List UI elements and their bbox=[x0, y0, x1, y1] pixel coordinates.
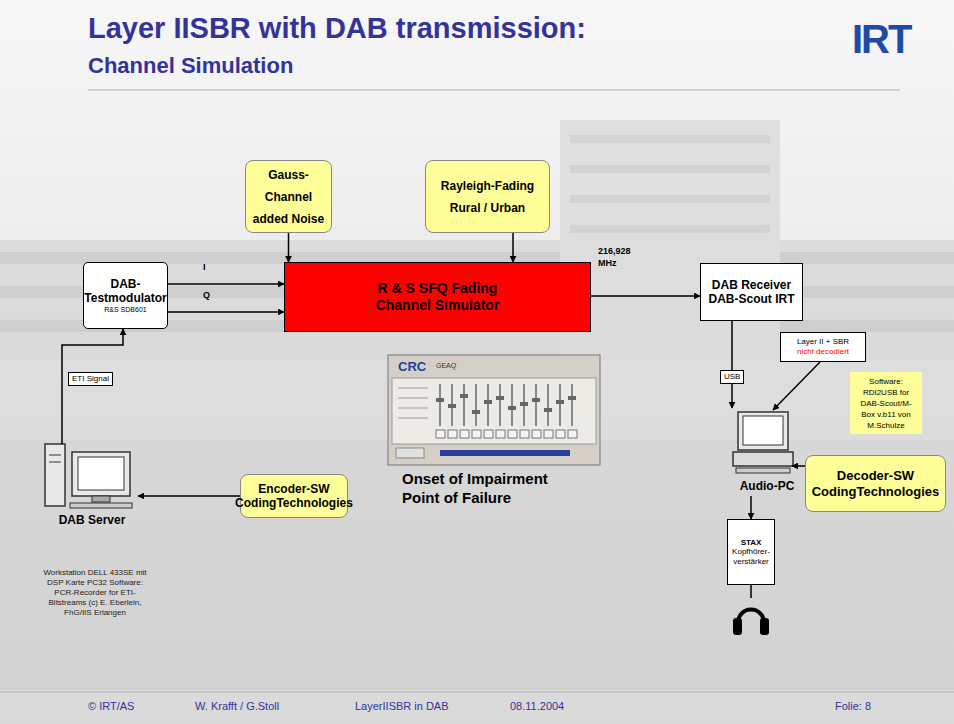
title-rule bbox=[88, 90, 900, 91]
software-note: Software: RDI2USB for DAB-Scout/M-Box v.… bbox=[850, 372, 922, 434]
connector bbox=[138, 495, 240, 497]
server-node: DAB Server bbox=[42, 440, 142, 530]
edge-label: USB bbox=[720, 370, 744, 384]
simulator-box: R & S SFQ Fading Channel Simulator bbox=[284, 262, 591, 332]
node-text: DAB Server bbox=[59, 513, 126, 527]
callout-box: Layer II + SBRnicht decodiert bbox=[780, 332, 866, 362]
connector bbox=[792, 465, 805, 467]
server-computer-icon bbox=[45, 444, 132, 508]
connector bbox=[288, 233, 290, 262]
node-text: Kopfhörer-verstärker bbox=[731, 547, 771, 566]
footer-text: W. Krafft / G.Stoll bbox=[195, 700, 279, 714]
test-software-screenshot bbox=[388, 355, 600, 465]
node-text: Audio-PC bbox=[740, 479, 795, 493]
node-text: Decoder-SW CodingTechnologies bbox=[809, 468, 942, 499]
logo: IRT bbox=[852, 14, 910, 64]
node-text: Rayleigh-Fading Rural / Urban bbox=[433, 175, 543, 219]
caption-text: Point of Failure bbox=[402, 489, 511, 508]
caption-text: Onset of Impairment bbox=[402, 470, 548, 489]
noise-box: Gauss-Channel added Noise bbox=[245, 160, 332, 233]
footer-text: Folie: 8 bbox=[835, 700, 871, 714]
edge-label: ETI Signal bbox=[68, 372, 113, 386]
node-text: nicht decodiert bbox=[797, 347, 849, 357]
screenshot-text: GEAQ bbox=[436, 362, 456, 371]
connector bbox=[591, 295, 700, 297]
node-text: R & S SFQ Fading Channel Simulator bbox=[363, 280, 513, 314]
edge-label: 216,928 MHz bbox=[598, 246, 642, 269]
footer-text: 08.11.2004 bbox=[510, 700, 564, 714]
decoder-box: Decoder-SW CodingTechnologies bbox=[805, 455, 946, 512]
edge-label: Q bbox=[203, 290, 210, 302]
node-text: Encoder-SW CodingTechnologies bbox=[235, 482, 353, 511]
encoder-box: Encoder-SW CodingTechnologies bbox=[240, 474, 348, 518]
slide-subtitle: Channel Simulation bbox=[88, 52, 293, 80]
node-text: DAB-Testmodulator bbox=[84, 277, 166, 306]
connector bbox=[731, 321, 733, 408]
building-photo bbox=[0, 120, 954, 690]
node-text: R&S SDB601 bbox=[104, 306, 146, 314]
node-text: DAB Receiver DAB-Scout IRT bbox=[704, 278, 799, 307]
connector bbox=[168, 283, 284, 285]
node-text: STAX bbox=[741, 538, 762, 548]
audio-pc-node: Audio-PC bbox=[728, 408, 806, 496]
headphones-icon bbox=[733, 585, 769, 635]
screenshot-logo: CRC bbox=[398, 359, 426, 375]
connector bbox=[62, 329, 123, 444]
connector bbox=[168, 311, 284, 313]
slide-title: Layer IISBR with DAB transmission: bbox=[88, 12, 586, 45]
audio-pc-icon bbox=[733, 412, 793, 473]
amplifier-box: STAXKopfhörer-verstärker bbox=[727, 519, 775, 585]
receiver-box: DAB Receiver DAB-Scout IRT bbox=[700, 263, 803, 321]
connector bbox=[512, 233, 514, 262]
node-text: Layer II + SBR bbox=[797, 337, 849, 347]
fading-box: Rayleigh-Fading Rural / Urban bbox=[425, 160, 550, 233]
connector bbox=[750, 496, 752, 519]
workstation-note: Workstation DELL 433SE mit DSP Karte PC3… bbox=[40, 568, 150, 618]
footer-text: LayerIISBR in DAB bbox=[355, 700, 449, 714]
edge-label: I bbox=[203, 262, 206, 274]
node-text: Software: RDI2USB for DAB-Scout/M-Box v.… bbox=[854, 376, 918, 431]
node-text: Gauss-Channel added Noise bbox=[249, 164, 328, 230]
footer-text: © IRT/AS bbox=[88, 700, 134, 714]
connector bbox=[773, 362, 820, 410]
footer-rule bbox=[0, 692, 954, 693]
modulator-box: DAB-TestmodulatorR&S SDB601 bbox=[83, 262, 168, 329]
